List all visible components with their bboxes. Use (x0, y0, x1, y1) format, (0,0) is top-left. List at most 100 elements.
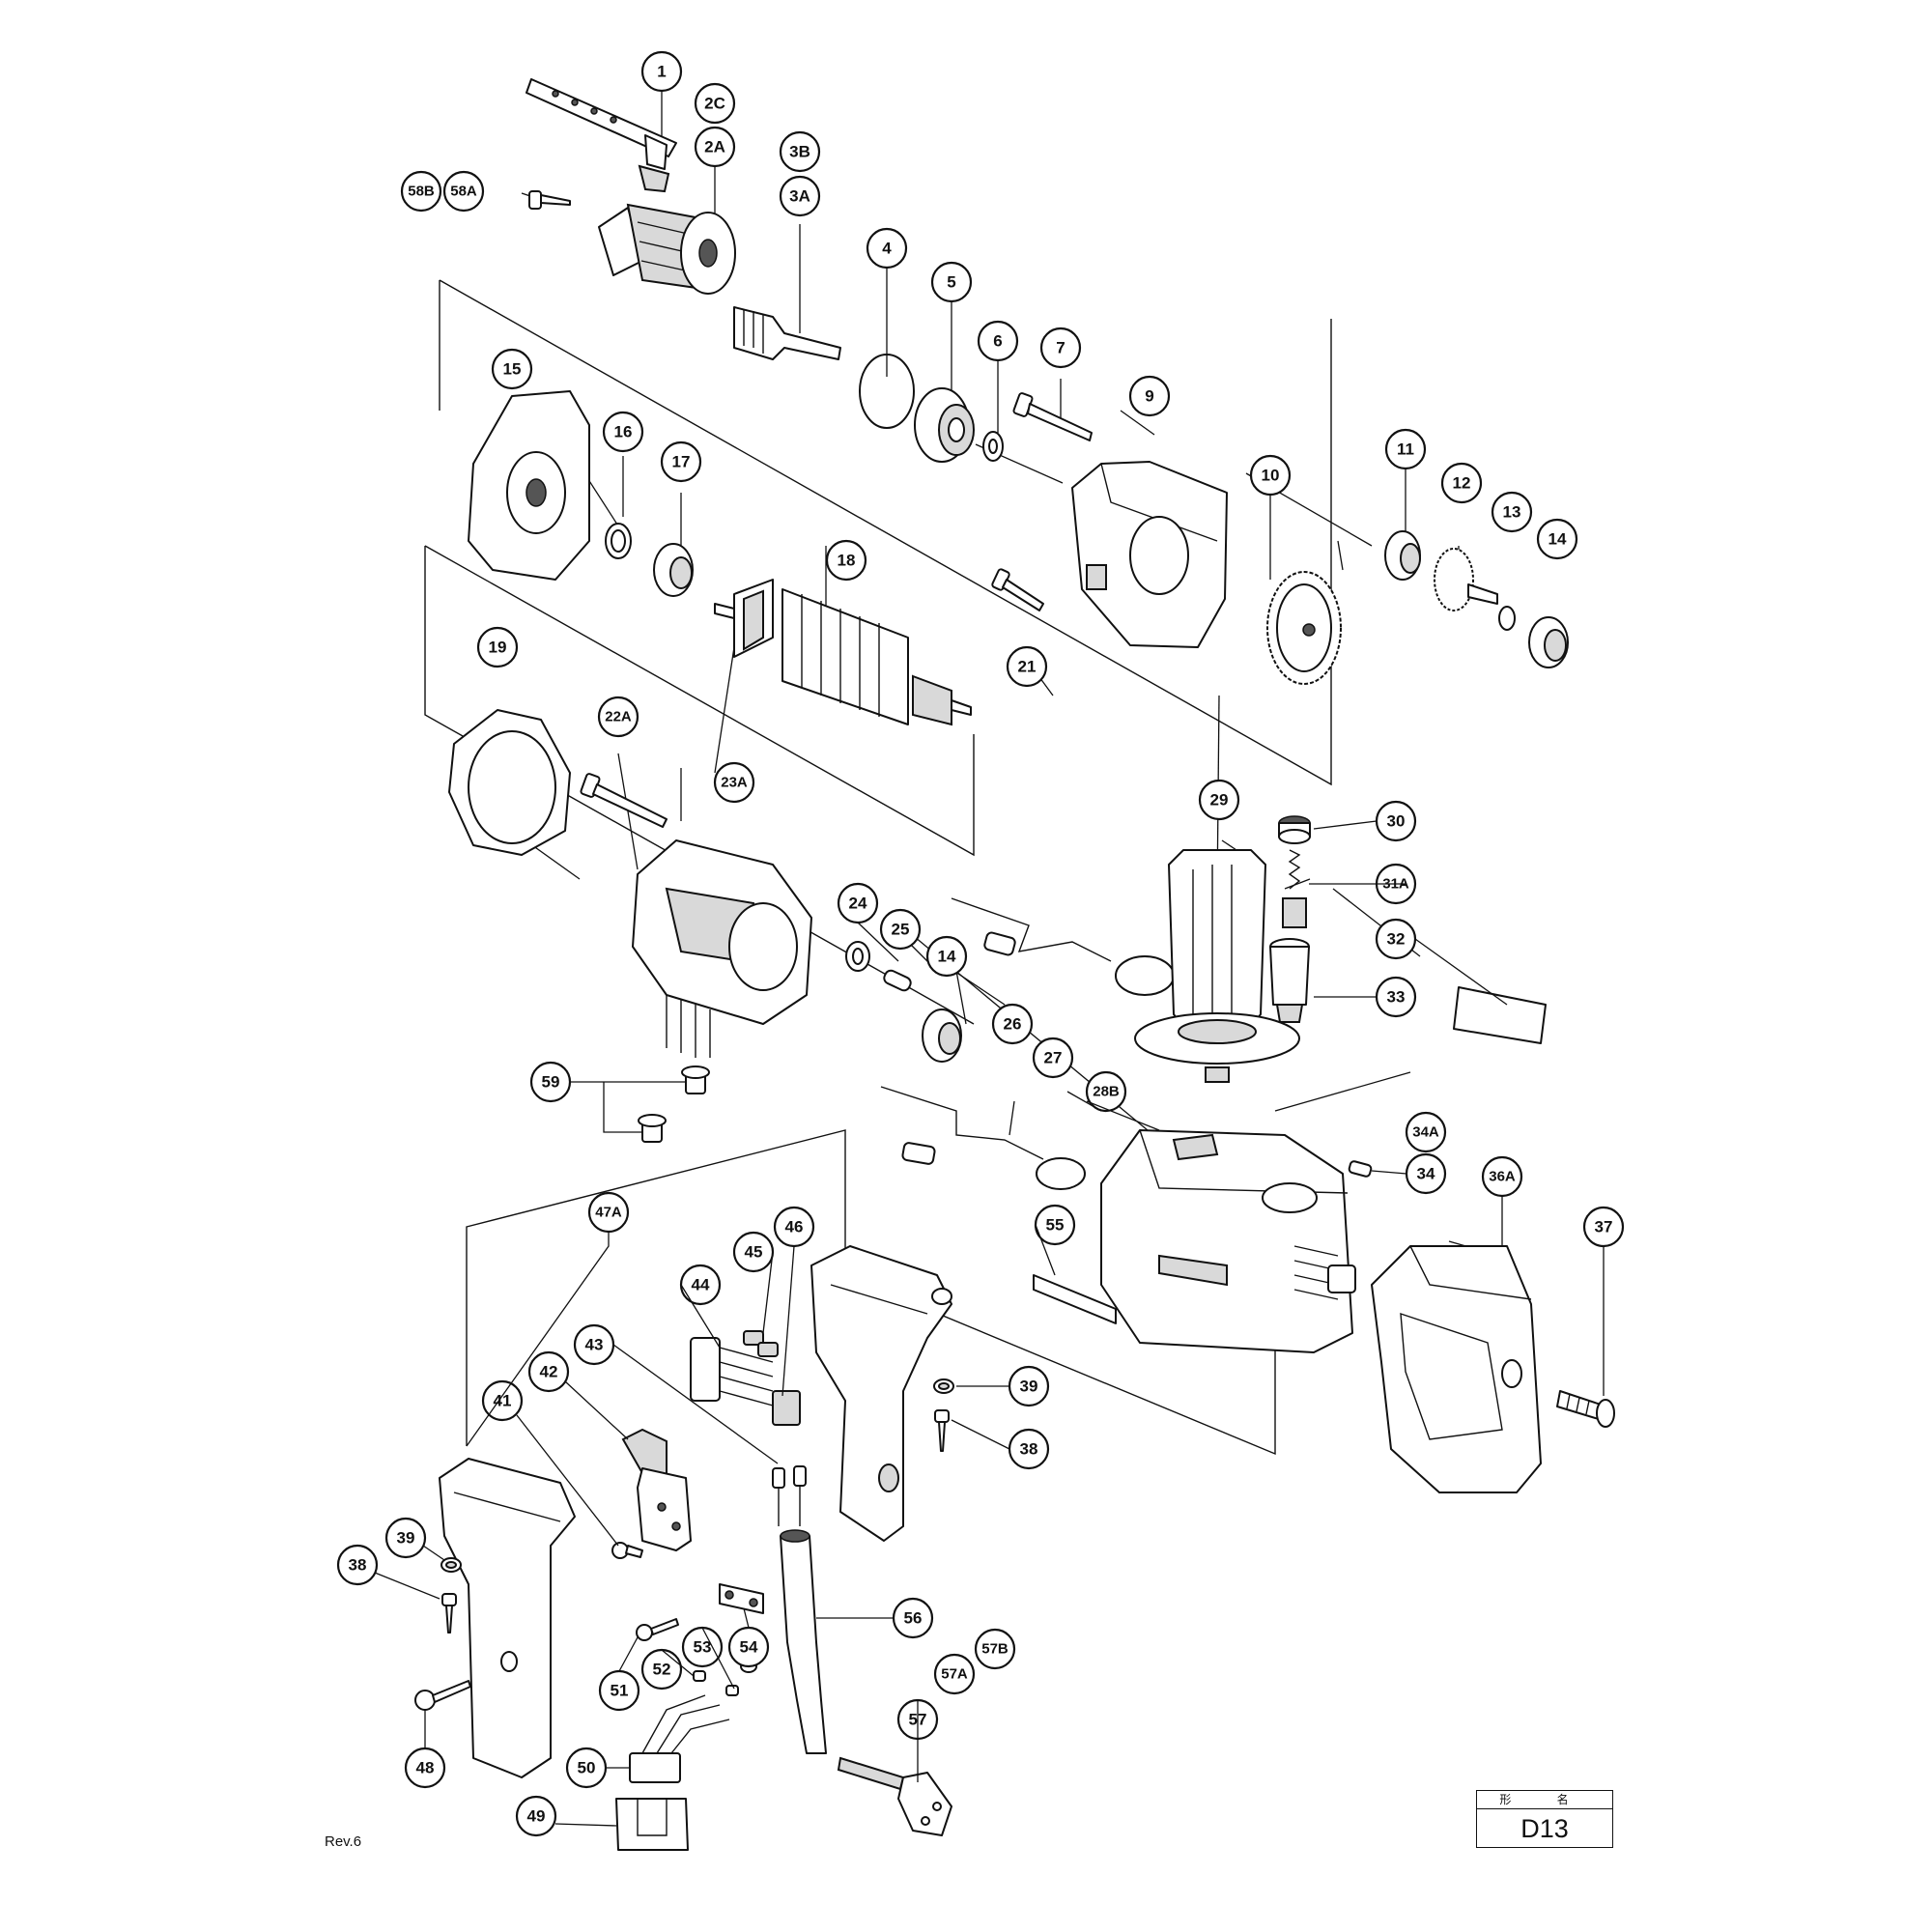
washer-13-part (1498, 606, 1516, 631)
callout-5: 5 (930, 261, 973, 303)
callout-58a: 58A (442, 170, 485, 213)
svg-text:34A: 34A (1412, 1124, 1439, 1141)
svg-text:56: 56 (904, 1609, 923, 1628)
callout-53: 53 (681, 1626, 724, 1668)
svg-text:27: 27 (1044, 1049, 1063, 1067)
cord-clip-part (719, 1583, 764, 1614)
svg-text:43: 43 (585, 1336, 604, 1354)
svg-text:1: 1 (657, 63, 666, 81)
svg-text:54: 54 (740, 1638, 758, 1657)
callout-48: 48 (404, 1747, 446, 1789)
svg-text:13: 13 (1503, 503, 1521, 522)
title-block-header: 形 名 (1477, 1791, 1612, 1809)
callout-13: 13 (1491, 491, 1533, 533)
handle-cover-part (1371, 1245, 1542, 1493)
svg-text:49: 49 (527, 1807, 546, 1826)
callout-58b: 58B (400, 170, 442, 213)
callout-leaders (374, 820, 1605, 1827)
callout-57a: 57A (933, 1653, 976, 1695)
callout-17: 17 (660, 440, 702, 483)
ball-bearing-5-part (914, 387, 975, 463)
tapping-screw-21-part (991, 568, 1044, 611)
svg-text:47A: 47A (595, 1205, 622, 1221)
callout-16: 16 (602, 411, 644, 453)
svg-text:21: 21 (1018, 658, 1037, 676)
bushing-59-part (638, 1065, 710, 1143)
gear-10-part (1266, 571, 1342, 685)
svg-text:50: 50 (578, 1759, 596, 1777)
svg-text:3B: 3B (789, 143, 810, 161)
svg-text:14: 14 (938, 948, 956, 966)
lead-wire-27-part (880, 1086, 1086, 1190)
callout-19: 19 (476, 626, 519, 668)
svg-text:29: 29 (1210, 791, 1229, 810)
switch-screw-part (611, 1542, 643, 1559)
callout-59: 59 (529, 1061, 572, 1103)
svg-text:36A: 36A (1489, 1169, 1516, 1185)
tapping-screw-7-part (1012, 392, 1093, 441)
svg-text:45: 45 (745, 1243, 763, 1262)
callout-18: 18 (825, 539, 867, 582)
terminal-holder-part (615, 1798, 689, 1851)
callout-50: 50 (565, 1747, 608, 1789)
svg-text:41: 41 (494, 1392, 512, 1410)
svg-text:7: 7 (1056, 339, 1065, 357)
svg-text:32: 32 (1387, 930, 1406, 949)
callout-28b: 28B (1085, 1070, 1127, 1113)
callout-34: 34 (1405, 1152, 1447, 1195)
callout-22a: 22A (597, 696, 639, 738)
armature-part (714, 579, 972, 726)
callout-7: 7 (1039, 327, 1082, 369)
svg-text:2C: 2C (704, 95, 725, 113)
callout-33: 33 (1375, 976, 1417, 1018)
power-cord-plug-part (837, 1756, 952, 1836)
screw-39-38-right-part (933, 1378, 954, 1452)
svg-text:39: 39 (397, 1529, 415, 1548)
callout-47a: 47A (587, 1191, 630, 1234)
svg-text:55: 55 (1046, 1216, 1065, 1235)
side-handle-part (1134, 849, 1300, 1083)
callout-25: 25 (879, 908, 922, 951)
spindle-part (733, 306, 841, 360)
svg-text:18: 18 (838, 552, 856, 570)
callout-34a: 34A (1405, 1111, 1447, 1153)
brush-holder-part (1269, 938, 1310, 1023)
svg-text:59: 59 (542, 1073, 560, 1092)
svg-text:38: 38 (1020, 1440, 1038, 1459)
tapping-screw-51-part (636, 1618, 679, 1641)
svg-text:24: 24 (849, 895, 867, 913)
tapping-screw-22a-part (580, 773, 668, 828)
callout-4: 4 (866, 227, 908, 270)
terminal-block-part (690, 1337, 774, 1406)
callout-2a: 2A (694, 126, 736, 168)
washer-24-part (845, 941, 870, 972)
callout-39-right: 39 (1008, 1365, 1050, 1407)
svg-text:5: 5 (947, 273, 955, 292)
svg-text:14: 14 (1548, 530, 1567, 549)
svg-text:44: 44 (692, 1276, 710, 1294)
callout-24: 24 (837, 882, 879, 924)
svg-text:53: 53 (694, 1638, 712, 1657)
svg-text:37: 37 (1595, 1218, 1613, 1236)
callout-1: 1 (640, 50, 683, 93)
callout-26: 26 (991, 1003, 1034, 1045)
svg-text:2A: 2A (704, 138, 725, 156)
callout-10: 10 (1249, 454, 1292, 497)
callout-36a: 36A (1481, 1155, 1523, 1198)
svg-text:46: 46 (785, 1218, 804, 1236)
handle-right-half-part (772, 1245, 952, 1542)
callout-27: 27 (1032, 1037, 1074, 1079)
callout-43: 43 (573, 1323, 615, 1366)
svg-text:17: 17 (672, 453, 691, 471)
callout-3a: 3A (779, 175, 821, 217)
svg-text:48: 48 (416, 1759, 435, 1777)
callout-52: 52 (640, 1648, 683, 1690)
svg-text:6: 6 (993, 332, 1002, 351)
screw-39-38-left-part (440, 1557, 462, 1634)
washer-16-part (605, 523, 632, 559)
callout-42: 42 (527, 1350, 570, 1393)
svg-text:52: 52 (653, 1661, 671, 1679)
svg-text:3A: 3A (789, 187, 810, 206)
brush-cap-part (1278, 815, 1311, 844)
